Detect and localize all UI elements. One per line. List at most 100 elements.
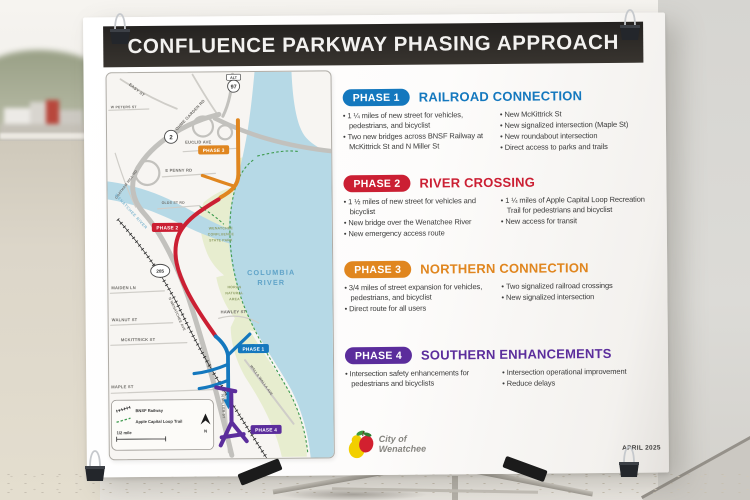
phase2-map-badge-label: PHASE 2 bbox=[156, 225, 178, 231]
clip-body bbox=[85, 466, 105, 481]
logo-text: City of Wenatchee bbox=[379, 433, 427, 454]
phase1-map-badge-label: PHASE 1 bbox=[242, 347, 264, 353]
trail-segment bbox=[199, 206, 225, 225]
phase-1-header: PHASE 1 RAILROAD CONNECTION bbox=[342, 87, 655, 107]
logo-line2: Wenatchee bbox=[378, 443, 427, 454]
columbia-river-label: RIVER bbox=[257, 278, 285, 287]
phase4-route bbox=[214, 385, 249, 448]
legend-railway-icon bbox=[116, 406, 131, 412]
phase-1-col1: 1 ¼ miles of new street for vehicles, pe… bbox=[343, 110, 490, 155]
clip-body-highlight bbox=[619, 462, 639, 465]
legend-railway-label: BNSF Railway bbox=[135, 408, 163, 413]
phase-1-col2: New McKittrick St New signalized interse… bbox=[500, 109, 655, 154]
bnsf-railway-line bbox=[116, 218, 270, 461]
clip-body-highlight bbox=[110, 29, 130, 32]
confluence-park-label: WENATCHEE bbox=[209, 226, 234, 230]
phase-1-section: PHASE 1 RAILROAD CONNECTION 1 ¼ miles of… bbox=[342, 87, 656, 163]
legend-scale-label: 1/2 mile bbox=[117, 430, 133, 435]
bullet: Intersection operational improvement bbox=[502, 367, 657, 378]
phase-4-col1: Intersection safety enhancements for ped… bbox=[345, 368, 492, 391]
roundabout-loop bbox=[134, 159, 161, 187]
phase1-map-badge bbox=[237, 343, 269, 354]
phase-4-columns: Intersection safety enhancements for ped… bbox=[345, 367, 657, 392]
street-label: OLDS ST RD bbox=[162, 201, 186, 205]
pear-top bbox=[351, 435, 362, 446]
bullet: 1 ¼ miles of Apple Capital Loop Recreati… bbox=[501, 195, 656, 216]
street-label: WALNUT ST bbox=[112, 317, 138, 322]
phase4-map-badge bbox=[250, 424, 282, 435]
us2-shield bbox=[164, 129, 178, 144]
street-label: HAWLEY ST bbox=[221, 309, 247, 314]
legend-scale-bar bbox=[116, 436, 167, 442]
street bbox=[114, 152, 137, 208]
street bbox=[110, 388, 220, 394]
bullet: New roundabout intersection bbox=[500, 130, 655, 141]
phase4-map-badge-label: PHASE 4 bbox=[255, 427, 277, 433]
phase1-branch bbox=[226, 332, 252, 357]
horan-area-label: HORAN bbox=[227, 285, 241, 289]
bullet: New access for transit bbox=[501, 215, 656, 226]
apple-capital-loop-trail bbox=[199, 150, 309, 454]
phase-3-col2: Two signalized railroad crossings New si… bbox=[501, 281, 656, 314]
phase-2-section: PHASE 2 RIVER CROSSING 1 ½ miles of new … bbox=[343, 173, 656, 249]
apple-pear-logo-icon bbox=[348, 430, 374, 459]
street-label: MAPLE ST bbox=[111, 384, 134, 389]
binder-clip-icon bbox=[85, 450, 105, 481]
phase-3-header: PHASE 3 NORTHERN CONNECTION bbox=[344, 259, 656, 279]
clip-wire bbox=[623, 446, 635, 464]
columbia-river-label: COLUMBIA bbox=[247, 268, 295, 277]
bullet: 1 ¼ miles of new street for vehicles, pe… bbox=[343, 110, 490, 131]
bullet: 1 ½ miles of new street for vehicles and… bbox=[344, 196, 491, 217]
confluence-park-label: STATE PARK bbox=[209, 238, 233, 242]
horan-area-label: NATURAL bbox=[225, 291, 244, 295]
north-arrow-icon bbox=[200, 413, 211, 425]
clip-wire bbox=[624, 9, 636, 27]
street bbox=[218, 315, 260, 324]
us97-shield bbox=[227, 79, 241, 93]
phase2-route bbox=[173, 197, 221, 339]
bullet: New bridge over the Wenatchee River bbox=[344, 217, 491, 228]
bullet: New signalized intersection bbox=[501, 291, 656, 302]
us97-shield-label: 97 bbox=[231, 84, 237, 90]
clip-wire bbox=[114, 13, 126, 31]
binder-clip-icon bbox=[620, 9, 640, 40]
phase3-map-badge bbox=[198, 145, 230, 155]
background-right bbox=[658, 0, 750, 500]
phase-4-section: PHASE 4 SOUTHERN ENHANCEMENTS Intersecti… bbox=[344, 345, 658, 421]
binder-clip-top-left bbox=[107, 10, 133, 46]
phase-1-badge: PHASE 1 bbox=[342, 88, 410, 107]
alt-banner-label: ALT bbox=[230, 76, 238, 80]
map-legend: BNSF Railway Apple Capital Loop Trail 1/… bbox=[110, 399, 215, 451]
clip-wire bbox=[89, 450, 101, 468]
phase-descriptions: PHASE 1 RAILROAD CONNECTION 1 ¼ miles of… bbox=[342, 87, 658, 434]
street bbox=[109, 290, 165, 294]
phase-3-columns: 3/4 miles of street expansion for vehicl… bbox=[344, 281, 656, 315]
bullet: Two new bridges across BNSF Railway at M… bbox=[343, 131, 490, 152]
bullet: Intersection safety enhancements for ped… bbox=[345, 368, 492, 389]
sr285-shield bbox=[150, 263, 171, 278]
poster-title-banner: CONFLUENCE PARKWAY PHASING APPROACH bbox=[103, 21, 644, 68]
bullet: New emergency access route bbox=[344, 228, 491, 239]
phase-4-heading: SOUTHERN ENHANCEMENTS bbox=[420, 345, 612, 363]
street bbox=[110, 342, 188, 346]
phase3-branch bbox=[200, 173, 237, 188]
interchange-loop bbox=[191, 115, 215, 138]
bullet: Reduce delays bbox=[502, 377, 657, 388]
clip-body bbox=[620, 25, 640, 40]
phase-2-col1: 1 ½ miles of new street for vehicles and… bbox=[344, 196, 491, 240]
sr285-shield-label: 285 bbox=[156, 269, 164, 274]
phase-4-header: PHASE 4 SOUTHERN ENHANCEMENTS bbox=[344, 345, 657, 365]
street bbox=[110, 322, 174, 326]
phase-2-badge: PHASE 2 bbox=[343, 174, 411, 193]
street-label: E PENNY RD bbox=[165, 168, 192, 173]
horan-area-label: AREA bbox=[229, 297, 240, 301]
background-wall bbox=[0, 133, 96, 139]
phase-3-heading: NORTHERN CONNECTION bbox=[420, 260, 589, 277]
street bbox=[119, 78, 178, 110]
phase2-map-badge bbox=[151, 222, 183, 232]
map-svg: PHASE 3 PHASE 2 PHASE 1 PHASE 4 2 ALT 97 bbox=[107, 71, 335, 461]
interchange-loop bbox=[216, 124, 234, 141]
phase-1-heading: RAILROAD CONNECTION bbox=[418, 88, 583, 105]
columbia-river-water bbox=[228, 71, 335, 460]
